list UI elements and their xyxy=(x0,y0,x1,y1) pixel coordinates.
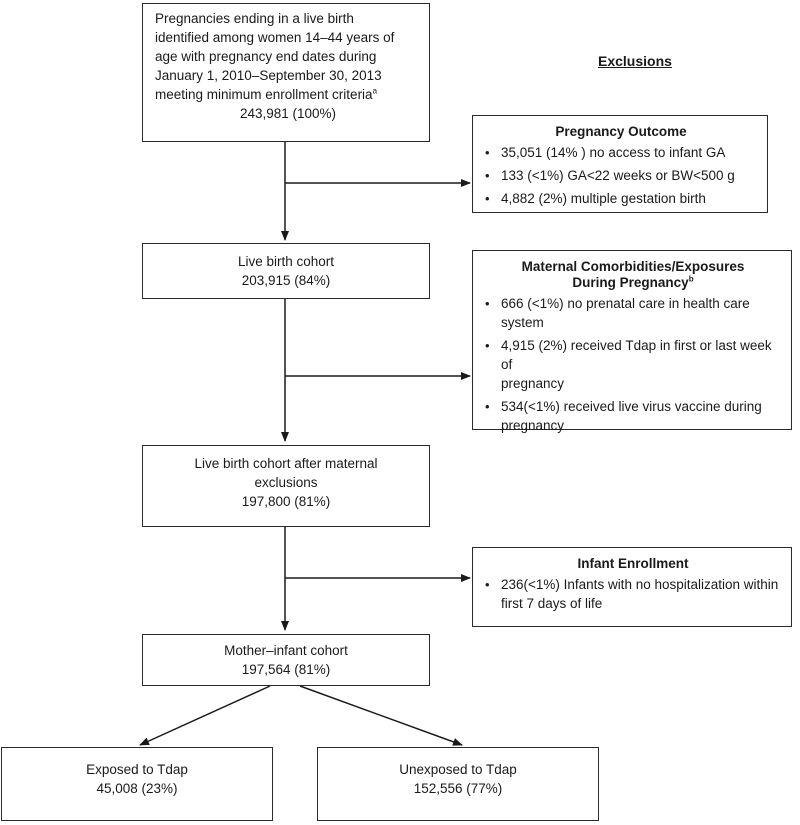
after-maternal-line-1: Live birth cohort after maternal xyxy=(194,456,378,471)
initial-line-5: meeting minimum enrollment criteriaa xyxy=(155,85,421,104)
maternal-title-line-2-wrap: During Pregnancyb xyxy=(483,273,783,292)
list-item: 534(<1%) received live virus vaccine dur… xyxy=(483,397,783,435)
list-item: 666 (<1%) no prenatal care in health car… xyxy=(483,294,783,332)
mother-infant-label: Mother–infant cohort xyxy=(224,643,348,658)
live-birth-cohort-box: Live birth cohort 203,915 (84%) xyxy=(142,243,430,299)
pregnancy-outcome-item-3: 4,882 (2%) multiple gestation birth xyxy=(501,191,706,206)
maternal-exclusion-box: Maternal Comorbidities/Exposures During … xyxy=(472,250,792,433)
pregnancy-outcome-list: 35,051 (14% ) no access to infant GA 133… xyxy=(483,143,759,208)
mother-infant-count: 197,564 (81%) xyxy=(241,662,331,677)
list-item: 4,915 (2%) received Tdap in first or las… xyxy=(483,336,783,393)
exposed-tdap-box: Exposed to Tdap 45,008 (23%) xyxy=(1,747,273,821)
infant-enrollment-exclusion-box: Infant Enrollment 236(<1%) Infants with … xyxy=(472,547,792,627)
initial-line-4: January 1, 2010–September 30, 2013 xyxy=(155,68,382,83)
footnote-b: b xyxy=(688,274,694,284)
initial-line-3: age with pregnancy end dates during xyxy=(155,49,377,64)
list-item: 4,882 (2%) multiple gestation birth xyxy=(483,189,759,208)
list-item: 35,051 (14% ) no access to infant GA xyxy=(483,143,759,162)
after-maternal-line-2: exclusions xyxy=(254,475,318,490)
maternal-item-1-line-2: system xyxy=(501,315,544,330)
list-item: 236(<1%) Infants with no hospitalization… xyxy=(483,575,783,613)
after-maternal-exclusions-box: Live birth cohort after maternal exclusi… xyxy=(142,445,430,527)
maternal-list: 666 (<1%) no prenatal care in health car… xyxy=(483,294,783,435)
infant-enrollment-item-1-line-1: 236(<1%) Infants with no hospitalization… xyxy=(501,577,779,592)
infant-enrollment-list: 236(<1%) Infants with no hospitalization… xyxy=(483,575,783,613)
maternal-item-2-line-2: pregnancy xyxy=(501,376,565,391)
arrow-to-unexposed xyxy=(299,685,463,746)
mother-infant-cohort-box: Mother–infant cohort 197,564 (81%) xyxy=(142,634,430,686)
maternal-title-line-2: During Pregnancy xyxy=(572,275,689,290)
initial-line-2: identified among women 14–44 years of xyxy=(155,30,395,45)
initial-line-1: Pregnancies ending in a live birth xyxy=(155,11,354,26)
initial-count: 243,981 (100%) xyxy=(239,106,337,121)
pregnancy-outcome-title: Pregnancy Outcome xyxy=(555,124,687,139)
pregnancy-outcome-exclusion-box: Pregnancy Outcome 35,051 (14% ) no acces… xyxy=(472,115,768,213)
after-maternal-count: 197,800 (81%) xyxy=(241,494,331,509)
maternal-item-3-line-2: pregnancy xyxy=(501,418,565,433)
exposed-count: 45,008 (23%) xyxy=(96,781,178,796)
unexposed-count: 152,556 (77%) xyxy=(413,781,503,796)
infant-enrollment-title: Infant Enrollment xyxy=(577,556,689,571)
maternal-item-2-line-1: 4,915 (2%) received Tdap in first or las… xyxy=(501,338,772,372)
initial-cohort-box: Pregnancies ending in a live birth ident… xyxy=(142,3,430,142)
footnote-a: a xyxy=(372,86,378,96)
unexposed-tdap-box: Unexposed to Tdap 152,556 (77%) xyxy=(317,747,599,821)
initial-line-5-text: meeting minimum enrollment criteria xyxy=(155,87,373,102)
unexposed-label: Unexposed to Tdap xyxy=(399,762,517,777)
exposed-label: Exposed to Tdap xyxy=(86,762,188,777)
maternal-title-line-1: Maternal Comorbidities/Exposures xyxy=(521,259,745,274)
exclusions-heading: Exclusions xyxy=(598,53,672,69)
maternal-item-1-line-1: 666 (<1%) no prenatal care in health car… xyxy=(501,296,750,311)
live-birth-cohort-label: Live birth cohort xyxy=(237,254,335,269)
infant-enrollment-item-1-line-2: first 7 days of life xyxy=(501,596,603,611)
pregnancy-outcome-item-2: 133 (<1%) GA<22 weeks or BW<500 g xyxy=(501,168,735,183)
pregnancy-outcome-item-1: 35,051 (14% ) no access to infant GA xyxy=(501,145,726,160)
live-birth-cohort-count: 203,915 (84%) xyxy=(241,273,331,288)
list-item: 133 (<1%) GA<22 weeks or BW<500 g xyxy=(483,166,759,185)
arrow-to-exposed xyxy=(139,685,271,746)
maternal-item-3-line-1: 534(<1%) received live virus vaccine dur… xyxy=(501,399,762,414)
